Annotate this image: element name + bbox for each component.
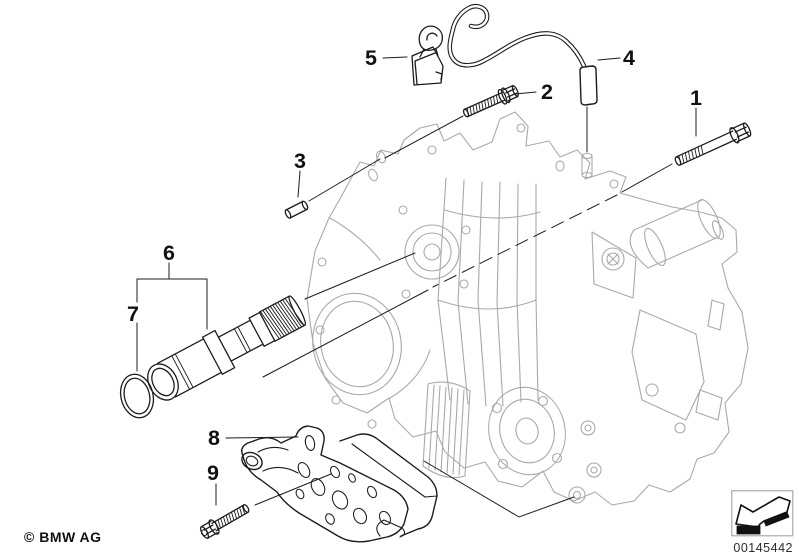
callout-label-6: 6 xyxy=(163,241,175,265)
callout-labels: 1 2 3 4 5 6 7 8 9 xyxy=(127,46,702,485)
part-pin-3 xyxy=(284,200,309,219)
part-bracket-8 xyxy=(241,425,438,543)
part-bolt-2 xyxy=(462,84,519,118)
part-clip-5 xyxy=(411,25,444,86)
leader-lines xyxy=(136,56,697,518)
part-bolt-9 xyxy=(199,504,250,539)
part-vent-hose-4 xyxy=(447,3,598,106)
part-bolt-1 xyxy=(674,122,752,166)
callout-label-9: 9 xyxy=(207,461,219,485)
part-oring-7 xyxy=(119,373,155,419)
callout-label-2: 2 xyxy=(541,80,553,104)
callout-label-1: 1 xyxy=(690,86,702,110)
callout-label-5: 5 xyxy=(365,46,377,70)
transfer-case-housing-drawing xyxy=(306,111,749,506)
callout-label-4: 4 xyxy=(623,46,635,70)
callout-label-7: 7 xyxy=(127,302,139,326)
document-number: 00145442 xyxy=(733,541,793,555)
callout-label-8: 8 xyxy=(208,426,220,450)
callout-label-3: 3 xyxy=(294,149,306,173)
part-shaft-6 xyxy=(147,295,307,401)
copyright-text: © BMW AG xyxy=(24,529,102,545)
